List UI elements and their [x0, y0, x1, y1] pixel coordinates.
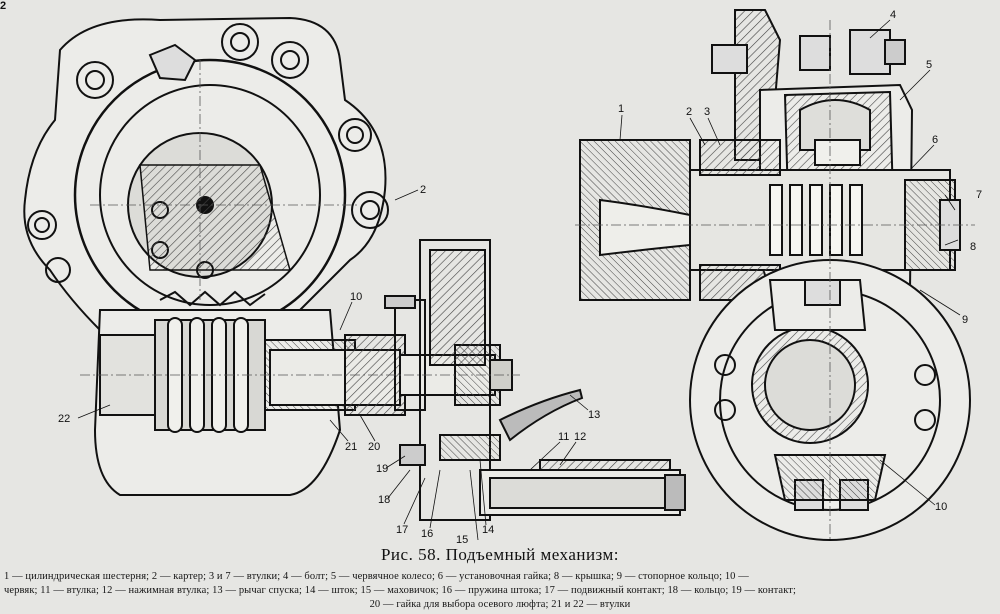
callout-right-4: 4 — [890, 9, 896, 21]
callout-left-12: 12 — [574, 431, 586, 443]
handwheel-assembly — [384, 239, 686, 521]
callout-left-15: 15 — [456, 534, 468, 545]
figure-legend: 1 — цилиндрическая шестерня; 2 — картер;… — [4, 570, 996, 612]
callout-right-9: 9 — [962, 314, 968, 326]
callout-right-5: 5 — [926, 59, 932, 71]
callout-left-19: 19 — [376, 463, 388, 475]
right-view — [579, 9, 971, 541]
callout-left-11: 11 — [558, 431, 569, 443]
callout-left-2: 2 — [420, 184, 426, 196]
callout-right-7: 7 — [976, 189, 982, 201]
callout-left-10: 10 — [350, 291, 362, 303]
callout-left-17: 17 — [396, 524, 408, 536]
callouts-left: 2 10 22 21 20 19 18 17 16 15 14 11 12 13 — [58, 184, 600, 545]
callout-right-1: 1 — [618, 103, 624, 115]
callout-left-18: 18 — [378, 494, 390, 506]
callout-leaders — [77, 19, 961, 541]
callout-right-6: 6 — [932, 134, 938, 146]
right-centerlines — [575, 20, 975, 540]
callout-right-3: 3 — [704, 106, 710, 118]
left-centerlines — [80, 60, 520, 376]
figure-caption-title: Рис. 58. Подъемный механизм: — [380, 545, 620, 564]
legend-line-2: червяк; 11 — втулка; 12 — нажимная втулк… — [4, 585, 796, 596]
legend-line-1: 1 — цилиндрическая шестерня; 2 — картер;… — [4, 571, 749, 582]
lifting-mechanism-drawing: 2 10 22 21 20 19 18 17 16 15 14 11 12 13… — [23, 9, 982, 545]
callout-left-16: 16 — [421, 528, 433, 540]
callout-left-14: 14 — [482, 524, 494, 536]
callout-left-21: 21 — [345, 441, 357, 453]
callout-left-22: 22 — [58, 413, 70, 425]
callout-left-20: 20 — [368, 441, 380, 453]
callouts-right: 1 2 3 4 5 6 7 8 9 10 — [618, 9, 982, 513]
callout-right-2: 2 — [686, 106, 692, 118]
callout-right-10: 10 — [935, 501, 947, 513]
margin-number: 2 — [0, 0, 7, 12]
legend-line-3: 20 — гайка для выбора осевого люфта; 21 … — [369, 599, 631, 610]
callout-left-13: 13 — [588, 409, 600, 421]
callout-right-8: 8 — [970, 241, 976, 253]
